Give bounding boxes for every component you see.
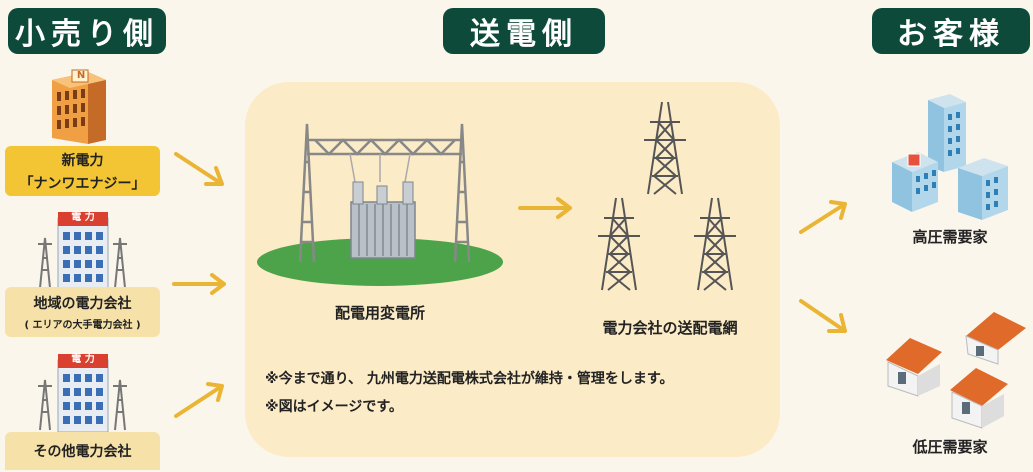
regional-utility-building-icon [38,212,127,291]
retailer-name: その他電力会社 [33,444,132,460]
building-sign: 電 力 [71,212,95,223]
arrow-icon [518,197,572,219]
retailer-box-other: その他電力会社 [5,432,160,470]
other-utility-building-icon [38,354,127,433]
note-line: ※今まで通り、 九州電力送配電株式会社が維持・管理をします。 [265,371,674,387]
arrow-icon [799,200,847,234]
arrow-icon [174,152,224,186]
building-sign: 電 力 [71,354,95,365]
arrow-icon [799,299,847,333]
high-voltage-buildings-icon [892,94,1008,220]
retailer-name: 地域の電力会社 [33,296,132,312]
note-line: ※図はイメージです。 [265,399,403,415]
transmission-tower-icon [644,101,686,195]
customer-side-header: お客様 [872,8,1030,54]
retailer-subname: ( エリアの大手電力会社 ) [24,320,141,331]
low-voltage-houses-icon [886,312,1026,429]
transmission-tower-icon [598,197,640,291]
substation-icon [257,123,503,286]
retailer-name: 新電力 [61,152,104,169]
high-voltage-customer-label: 高圧需要家 [912,228,988,246]
transmission-side-header: 送電側 [443,8,605,54]
low-voltage-customer-label: 低圧需要家 [912,438,988,456]
substation-label: 配電用変電所 [334,304,425,322]
retailer-box-regional: 地域の電力会社 ( エリアの大手電力会社 ) [5,287,160,337]
transmission-tower-icon [694,197,736,291]
arrow-icon [172,273,226,295]
retail-side-header: 小売り側 [8,8,166,54]
retailer-subname: 「ナンワエナジー」 [19,175,146,192]
nanwa-logo-letter: N [76,70,86,81]
nanwa-building-icon [52,69,106,144]
arrow-icon [174,382,224,418]
retailer-box-nanwa: 新電力 「ナンワエナジー」 [5,146,160,196]
grid-label: 電力会社の送配電網 [602,319,738,337]
